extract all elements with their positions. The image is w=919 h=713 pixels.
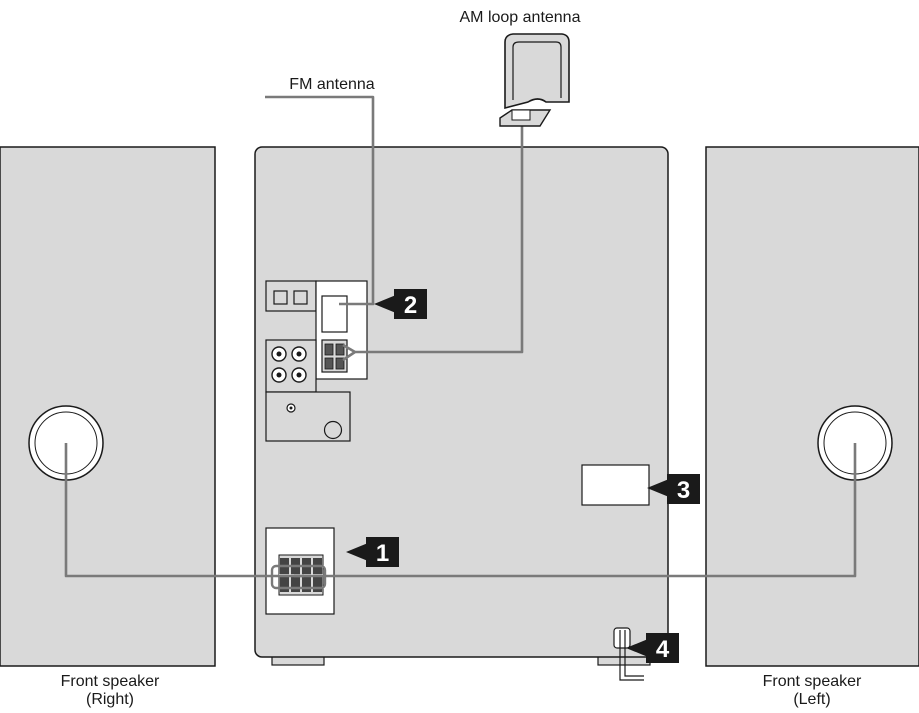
wires	[64, 95, 857, 590]
callout-2: 2	[374, 289, 427, 319]
fm-antenna-wire	[265, 95, 375, 306]
front-speaker-right-label: Front speaker	[61, 673, 160, 690]
speaker-wire-left	[294, 443, 857, 578]
power-cord-plug	[613, 627, 631, 649]
front-speaker-left-side-label: (Left)	[793, 691, 830, 708]
callout-3: 3	[647, 474, 700, 504]
voltage-selector	[581, 464, 650, 506]
callout-3-number: 3	[677, 477, 690, 504]
callout-2-number: 2	[404, 292, 417, 319]
main-unit-rear	[254, 146, 669, 681]
callout-4: 4	[626, 633, 679, 663]
am-loop-antenna-label: AM loop antenna	[460, 9, 581, 26]
am-antenna-wire	[342, 118, 524, 362]
front-speaker-left-label: Front speaker	[763, 673, 862, 690]
front-speaker-left	[705, 146, 919, 667]
front-speaker-right	[0, 146, 216, 667]
callout-4-number: 4	[656, 636, 670, 663]
fm-antenna-label: FM antenna	[289, 76, 374, 93]
speaker-plug-highlight	[270, 564, 327, 590]
speaker-wire-right	[64, 443, 304, 578]
fm-antenna-terminal	[321, 295, 348, 333]
am-loop-antenna	[499, 33, 570, 127]
callout-1: 1	[346, 537, 399, 567]
callout-1-number: 1	[376, 540, 389, 567]
front-speaker-right-side-label: (Right)	[86, 691, 134, 708]
